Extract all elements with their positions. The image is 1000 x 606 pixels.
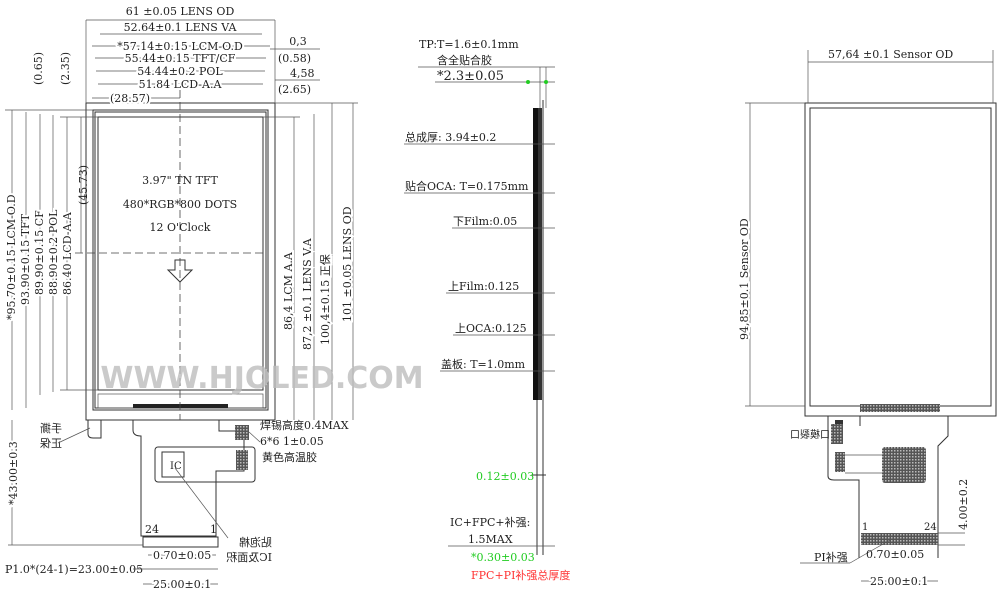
dim-half-width: (28.57) <box>110 92 150 105</box>
fpc-outline <box>132 420 245 537</box>
dim-lcd-aa: 51.84 LCD-A.A <box>139 78 223 91</box>
orientation-arrow-icon <box>166 259 194 283</box>
lcm-outline <box>92 109 269 411</box>
dim-0-3: 0,3 <box>289 35 307 48</box>
sensor-height: 94,85±0.1 Sensor OD <box>738 218 751 340</box>
slot-label: 口模裂口 <box>790 428 830 441</box>
dim-half-height: (45.73) <box>77 165 90 205</box>
sensor-outline <box>804 102 997 417</box>
dim-lcd-aa-height: 86.40 LCD-A.A <box>61 211 74 295</box>
cover-layer <box>533 108 538 400</box>
pi-stiffener-label: PI补强 <box>814 551 848 564</box>
sensor-pin-1: 1 <box>862 522 868 533</box>
oca-thickness: 贴合OCA: T=0.175mm <box>405 179 529 193</box>
dim-lcm-aa: 86,4 LCM A.A <box>282 251 295 330</box>
sensor-fpc <box>827 416 949 558</box>
fpc-thickness: 0.12±0.03 <box>476 470 534 483</box>
dim-lens-height: 100,4±0.15 正保 <box>318 254 332 345</box>
dim-pol-height: 88.90±0.2 POL <box>47 209 60 295</box>
tear-label-2: 正保 <box>40 436 62 450</box>
yellow-tape <box>235 425 249 440</box>
viewing-direction: 12 O'Clock <box>150 221 211 234</box>
sensor-width: 57,64 ±0.1 Sensor OD <box>828 48 953 61</box>
dim-0-65: (0.65) <box>32 52 45 85</box>
tear-label: 手撕 <box>40 421 62 435</box>
active-area <box>97 116 264 391</box>
dim-lens-va: 52.64±0.1 LENS VA <box>124 21 238 34</box>
ic-mark: IC <box>170 461 182 472</box>
cover-thickness: 盖板: T=1.0mm <box>441 357 526 371</box>
ic-area-label: IC及面积 <box>226 551 272 564</box>
tp-thickness: TP:T=1.6±0.1mm <box>419 38 519 51</box>
sensor-pin-width: 0.70±0.05 <box>866 548 924 561</box>
panel-resolution: 480*RGB*800 DOTS <box>123 198 237 211</box>
upper-oca: 上OCA:0.125 <box>455 322 527 335</box>
dim-cf-height: 89.90±0.15 CF <box>33 210 46 295</box>
watermark: WWW.HJOLED.COM <box>100 361 423 396</box>
dim-lcm-od-height: *95.70±0.15 LCM-O.D <box>5 194 18 320</box>
dim-0-58: (0.58) <box>278 52 311 65</box>
foam-label: 贴泡棉 <box>239 535 272 549</box>
dim-lens-od-height: 101 ±0.05 LENS OD <box>341 206 354 322</box>
fpc-length-dim: *43.00±0.3 <box>7 441 20 505</box>
fpc-connector <box>142 536 219 548</box>
fpc-width-dim: 25.00±0.1 <box>153 578 211 591</box>
side-view: TP:T=1.6±0.1mm 含全贴合胶 *2.3±0.05 总成厚: 3.94… <box>404 38 570 582</box>
sensor-grid <box>809 107 992 407</box>
lens-outline <box>85 102 276 421</box>
dim-lens-od: 61 ±0.05 LENS OD <box>126 5 235 18</box>
dim-4-58: 4,58 <box>290 67 315 80</box>
dim-tft-cf: 55.44±0.15 TFT/CF <box>125 52 236 65</box>
pin-24-label: 24 <box>145 523 159 536</box>
total-thickness: 总成厚: 3.94±0.2 <box>405 130 496 144</box>
pitch-dim: P1.0*(24-1)=23.00±0.05 <box>5 563 143 576</box>
tear-tab <box>87 420 102 439</box>
glue-thickness: *2.3±0.05 <box>437 69 504 84</box>
solder-height-note: 焊锡高度0.4MAX <box>260 418 349 432</box>
component <box>236 450 248 470</box>
dim-lcm-od: *57.14±0.15 LCM-O.D <box>117 40 243 53</box>
pi-thickness: *0.30±0.03 <box>471 551 535 564</box>
dim-2-35: (2.35) <box>59 52 72 85</box>
sensor-ic <box>882 447 926 483</box>
pi-thickness-label: FPC+PI补强总厚度 <box>471 568 570 582</box>
pin-width-dim: 0.70±0.05 <box>153 549 211 562</box>
dim-pol: 54.44±0.2 POL <box>137 65 223 78</box>
ic-chip <box>161 451 185 478</box>
pin-1-label: 1 <box>210 523 217 536</box>
tape-size-note: 6*6 1±0.05 <box>260 435 324 448</box>
ic-stack-max: 1.5MAX <box>468 533 513 546</box>
lower-film: 下Film:0.05 <box>453 215 517 228</box>
dim-tft-height: 93.90±0.15 TFT <box>19 213 32 305</box>
sensor-fpc-width: 25.00±0.1 <box>870 575 928 588</box>
tape-color-note: 黄色高温胶 <box>262 450 317 464</box>
glue-note: 含全贴合胶 <box>437 53 492 67</box>
front-view: 61 ±0.05 LENS OD 52.64±0.1 LENS VA *57.1… <box>3 5 424 593</box>
sensor-connector <box>861 533 938 545</box>
sensor-view: 57,64 ±0.1 Sensor OD 94,85±0.1 Sensor OD… <box>736 48 997 590</box>
dim-lens-va-height: 87,2 ±0.1 LENS V.A <box>301 237 314 350</box>
panel-size: 3.97" TN TFT <box>142 174 218 187</box>
upper-film: 上Film:0.125 <box>448 280 519 293</box>
stiffener-length: 4.00±0.2 <box>957 479 970 530</box>
sensor-pin-24: 24 <box>924 522 937 533</box>
ic-stack-label: IC+FPC+补强: <box>450 516 530 529</box>
dim-2-65: (2.65) <box>278 83 311 96</box>
